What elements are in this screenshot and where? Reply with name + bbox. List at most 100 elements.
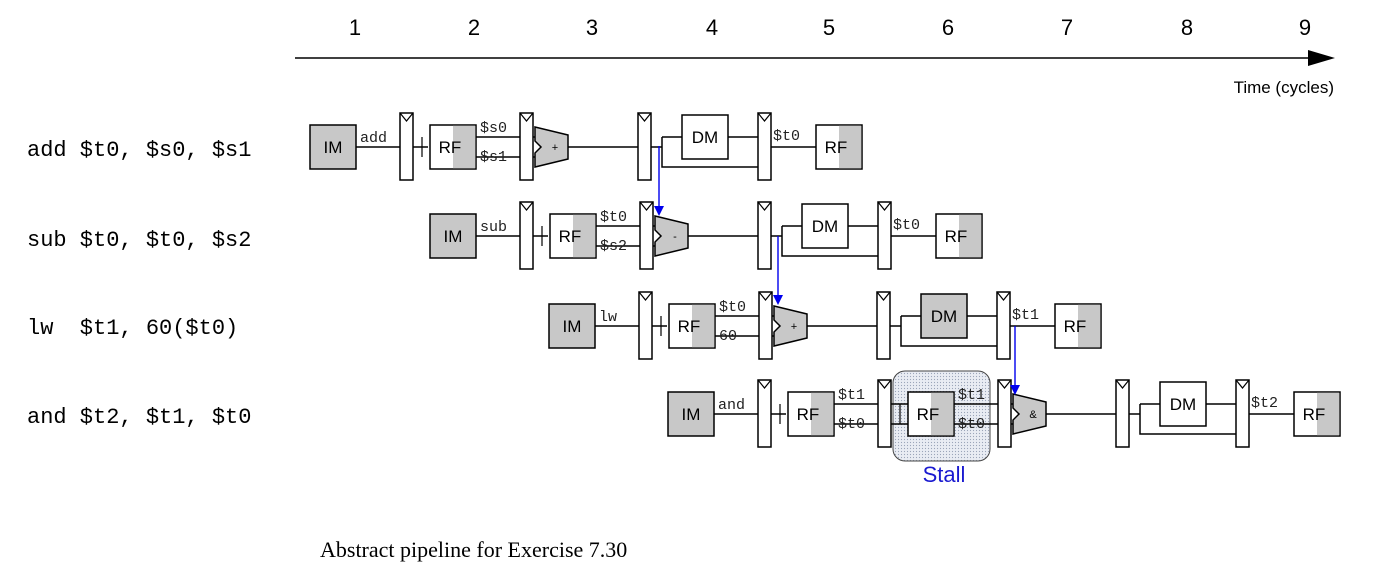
alu bbox=[1012, 393, 1047, 435]
pipeline-register bbox=[877, 379, 892, 448]
register-file-read-half bbox=[692, 304, 715, 348]
clock-notch bbox=[996, 291, 1011, 301]
cycle-label: 7 bbox=[1061, 15, 1073, 40]
bypass-wire bbox=[900, 316, 997, 347]
register-file-read-half bbox=[811, 392, 834, 436]
destination-register: $t0 bbox=[773, 128, 800, 145]
alu-operation: & bbox=[1029, 409, 1037, 421]
instruction-label: and $t2, $t1, $t0 bbox=[27, 405, 251, 430]
instruction-memory-label: IM bbox=[444, 227, 463, 246]
bypass-wire bbox=[1139, 404, 1236, 435]
clock-notch bbox=[639, 201, 654, 211]
cycle-label: 6 bbox=[942, 15, 954, 40]
instruction-label: sub $t0, $t0, $s2 bbox=[27, 228, 251, 253]
clock-notch bbox=[758, 291, 773, 301]
alu bbox=[773, 305, 808, 347]
data-memory bbox=[801, 203, 849, 249]
instruction-label: add $t0, $s0, $s1 bbox=[27, 138, 251, 163]
bypass-wire bbox=[781, 226, 878, 257]
register-source-b: $s2 bbox=[600, 238, 627, 255]
pipeline-register bbox=[758, 291, 773, 360]
pipeline-register bbox=[1115, 379, 1130, 448]
alu bbox=[534, 126, 569, 168]
register-file-read-half bbox=[959, 214, 982, 258]
register-file-read-half bbox=[931, 392, 954, 436]
clock-notch bbox=[876, 291, 891, 301]
instruction-memory bbox=[667, 391, 715, 437]
data-memory bbox=[920, 293, 968, 339]
register-file-label: RF bbox=[917, 405, 940, 424]
pipeline-register bbox=[639, 201, 654, 270]
clock-notch bbox=[1115, 379, 1130, 389]
clock-notch bbox=[519, 112, 534, 122]
instruction-memory-label: IM bbox=[563, 317, 582, 336]
pipeline-register bbox=[877, 201, 892, 270]
instruction-mnemonic: lw bbox=[599, 309, 617, 326]
register-source-a: $t0 bbox=[600, 209, 627, 226]
clock-notch bbox=[399, 112, 414, 122]
clock-notch bbox=[637, 112, 652, 122]
instruction-mnemonic: and bbox=[718, 397, 745, 414]
cycle-labels: 1 2 3 4 5 6 7 8 9 bbox=[349, 15, 1311, 40]
cycle-label: 1 bbox=[349, 15, 361, 40]
destination-register: $t2 bbox=[1251, 395, 1278, 412]
pipeline-register bbox=[399, 112, 414, 181]
register-file-read-half bbox=[453, 125, 476, 169]
cycle-label: 5 bbox=[823, 15, 835, 40]
instruction-memory bbox=[548, 303, 596, 349]
cycle-label: 2 bbox=[468, 15, 480, 40]
instruction-label: lw $t1, 60($t0) bbox=[27, 316, 238, 341]
register-file-label: RF bbox=[1064, 317, 1087, 336]
register-file-read-half bbox=[573, 214, 596, 258]
instruction-memory bbox=[309, 124, 357, 170]
register-source-a: $t0 bbox=[719, 299, 746, 316]
data-memory bbox=[681, 114, 729, 160]
register-source-a: $t1 bbox=[958, 387, 985, 404]
data-memory bbox=[1159, 381, 1207, 427]
pipeline-register bbox=[757, 379, 772, 448]
register-source-a: $t1 bbox=[838, 387, 865, 404]
instruction-memory bbox=[429, 213, 477, 259]
register-file-label: RF bbox=[559, 227, 582, 246]
instruction-memory-label: IM bbox=[324, 138, 343, 157]
instruction-mnemonic: add bbox=[360, 130, 387, 147]
destination-register: $t0 bbox=[893, 217, 920, 234]
data-memory-label: DM bbox=[812, 217, 838, 236]
pipeline-register bbox=[996, 291, 1011, 360]
clock-notch bbox=[997, 379, 1012, 389]
register-file-label: RF bbox=[945, 227, 968, 246]
forwarding-arrows bbox=[654, 146, 1020, 395]
figure-caption: Abstract pipeline for Exercise 7.30 bbox=[320, 537, 627, 562]
register-file-read-half bbox=[1317, 392, 1340, 436]
destination-register: $t1 bbox=[1012, 307, 1039, 324]
time-axis-arrowhead bbox=[1308, 50, 1335, 66]
register-file-label: RF bbox=[825, 138, 848, 157]
register-file-read-half bbox=[839, 125, 862, 169]
pipeline-register bbox=[997, 379, 1012, 448]
bypass-wire bbox=[661, 137, 758, 168]
clock-notch bbox=[757, 379, 772, 389]
clock-notch bbox=[757, 112, 772, 122]
cycle-label: 8 bbox=[1181, 15, 1193, 40]
alu-operation: + bbox=[552, 142, 558, 154]
pipeline-register bbox=[876, 291, 891, 360]
pipeline-register bbox=[637, 112, 652, 181]
register-file-label: RF bbox=[797, 405, 820, 424]
pipeline-register bbox=[1235, 379, 1250, 448]
data-memory-label: DM bbox=[692, 128, 718, 147]
pipeline-register bbox=[757, 201, 772, 270]
clock-notch bbox=[519, 201, 534, 211]
cycle-label: 9 bbox=[1299, 15, 1311, 40]
register-source-b: $s1 bbox=[480, 149, 507, 166]
pipeline-register bbox=[519, 201, 534, 270]
register-source-b: $t0 bbox=[958, 416, 985, 433]
cycle-label: 4 bbox=[706, 15, 718, 40]
cycle-label: 3 bbox=[586, 15, 598, 40]
register-file-label: RF bbox=[1303, 405, 1326, 424]
clock-notch bbox=[757, 201, 772, 211]
register-file-read-half bbox=[1078, 304, 1101, 348]
register-source-b: 60 bbox=[719, 328, 737, 345]
stall-label: Stall bbox=[923, 462, 966, 487]
